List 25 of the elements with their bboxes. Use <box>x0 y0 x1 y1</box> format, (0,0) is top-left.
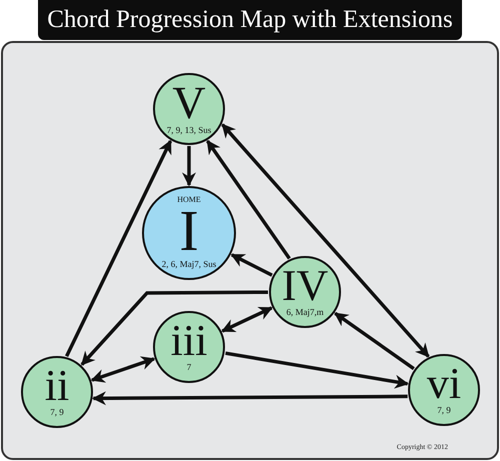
arrow <box>334 312 415 370</box>
arrow <box>90 356 156 383</box>
chord-numeral: I <box>179 205 199 258</box>
extension-list: 7 <box>186 362 192 373</box>
chord-numeral: V <box>172 82 206 124</box>
arrow <box>92 391 408 406</box>
chord-numeral: iii <box>170 321 208 361</box>
arrow <box>221 123 430 358</box>
extension-list: 7, 9, 13, Sus <box>166 126 212 136</box>
arrow <box>80 290 268 366</box>
extension-list: 2, 6, Maj7, Sus <box>162 260 216 270</box>
arrow <box>230 253 273 277</box>
chord-numeral: vi <box>426 364 462 404</box>
extension-list: 7, 9 <box>437 406 451 416</box>
extension-list: 7, 9 <box>50 408 64 418</box>
arrow <box>206 140 291 260</box>
arrow <box>221 306 273 333</box>
title-banner: Chord Progression Map with Extensions <box>38 0 462 40</box>
extension-list: 6, Maj7,m <box>286 308 324 318</box>
chord-numeral: IV <box>282 266 328 306</box>
arrow <box>65 140 172 358</box>
arrow <box>225 351 409 389</box>
node-heading: HOME <box>177 196 201 204</box>
arrow <box>182 146 196 186</box>
chord-numeral: ii <box>44 366 70 406</box>
